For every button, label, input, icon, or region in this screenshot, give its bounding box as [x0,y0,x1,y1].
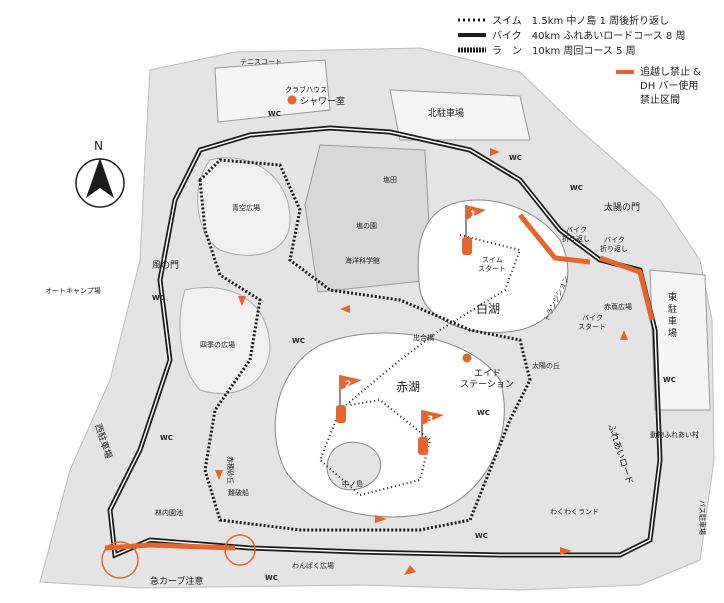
north-parking-label: 北駐車場 [428,107,464,119]
buoy-3-label: 3 [427,415,433,425]
direction-arrow [490,148,500,156]
auto-camp-label: オートキャンプ場 [45,286,101,295]
wc-marker: WC [265,574,278,582]
shio-garden-label: 塩の園 [356,221,377,230]
akatsuta-label: 赤蔦広場 [604,302,632,311]
buoy-1-label: 1 [470,210,476,220]
akatsuta-hill-label: 赤穂砂丘 [226,456,235,484]
white-lake [417,199,569,334]
legend: スイム 1.5km 中ノ島 1 周後折り返し バイク 40km ふれあいロードコ… [458,14,701,106]
wc-marker: WC [509,154,522,162]
shower-dot [287,95,297,105]
shiki-label: 四季の広場 [200,340,235,349]
direction-arrow [375,515,387,523]
no-pass-section-east [518,213,591,265]
no-pass-section-east2 [599,255,655,321]
aid-station-label: エイドステーション [460,369,514,390]
kaze-gate-label: 風の門 [152,260,179,271]
nakanoshima-island [326,441,382,491]
tennis-court-area [214,59,331,123]
wakuwaku-label: わくわくランド [550,508,599,516]
aid-station-dot [462,353,472,363]
svg-text:WC: WC [570,184,583,192]
curve-warning-circle-1 [101,541,139,579]
buoy-1: 1 [462,205,486,255]
wc-marker: WC [160,434,173,442]
swim-start-label: スイムスタート [478,256,506,273]
compass-north-label: N [94,139,103,153]
direction-arrow [340,305,350,313]
taiyo-gate-label: 太陽の門 [604,201,640,213]
no-pass-section-south [104,542,236,551]
curve-warning-label: 急カーブ注意 [150,575,203,587]
legend-run: ラ ン 10km 周回コース 5 周 [492,45,636,57]
bike-turn-label: バイク折り返し [562,226,590,243]
wc-marker: WC [570,184,583,192]
svg-text:WC: WC [475,532,488,540]
shio-garden-area [304,144,433,293]
svg-text:WC: WC [477,409,490,417]
taiyo-hill-label: 太陽の丘 [532,361,560,370]
east-parking-area [649,269,711,411]
wc-marker: WC [663,376,676,384]
direction-arrow [238,296,246,306]
red-lake-label: 赤湖 [396,379,420,394]
svg-text:WC: WC [160,434,173,442]
bike-start-label: バイクスタート [578,314,606,331]
curve-warning-circle-2 [224,534,256,566]
linnai-label: 林内園池 [155,508,183,517]
shuttle-label: 出合橋 [413,333,434,342]
wanpaku-label: わんぱく広場 [292,561,334,570]
doubutsu-label: 動物ふれあい村 [650,430,699,439]
legend-no-pass-1: 追越し禁止 & [640,65,701,78]
svg-text:WC: WC [152,294,165,302]
buoy-3: 3 [418,410,444,455]
svg-text:WC: WC [268,110,281,118]
direction-arrow [404,565,416,575]
wc-marker: WC [475,532,488,540]
white-lake-label: 白湖 [476,301,500,316]
tennis-label: テニスコート [240,58,282,66]
run-course [198,158,532,532]
legend-swim: スイム 1.5km 中ノ島 1 周後折り返し [492,14,669,27]
bus-parking-label: バス駐車場 [698,500,707,535]
marine-museum-label: 海洋科学館 [345,256,380,265]
wc-marker: WC [292,337,305,345]
east-parking-label: 東駐車場 [668,291,677,339]
clubhouse-label: クラブハウス [285,85,327,94]
svg-text:WC: WC [509,154,522,162]
legend-no-pass-2: DH バー使用 [640,79,698,92]
svg-text:WC: WC [292,337,305,345]
legend-bike: バイク 40km ふれあいロードコース 8 周 [492,30,685,42]
shower-label: シャワー室 [300,95,345,107]
buoy-2: 2 [336,375,362,423]
hanga-label: 難破船 [228,488,249,497]
nakanoshima-label: 中ノ島 [342,479,363,488]
wc-marker: WC [152,294,165,302]
aozora-field [197,157,291,256]
direction-arrow [560,547,572,555]
legend-no-pass-3: 禁止区間 [640,94,680,106]
svg-text:WC: WC [663,376,676,384]
direction-arrow [620,330,628,340]
north-parking-area [389,89,531,141]
compass: N [75,139,125,208]
bike-turn2-label: バイク折り返し [600,236,628,253]
direction-arrow [215,470,223,480]
buoy-2-label: 2 [345,380,351,390]
wc-marker: WC [477,409,490,417]
shiota-label: 塩田 [383,175,397,184]
svg-text:WC: WC [265,574,278,582]
aozora-label: 青空広場 [232,203,260,212]
wc-marker: WC [268,110,281,118]
